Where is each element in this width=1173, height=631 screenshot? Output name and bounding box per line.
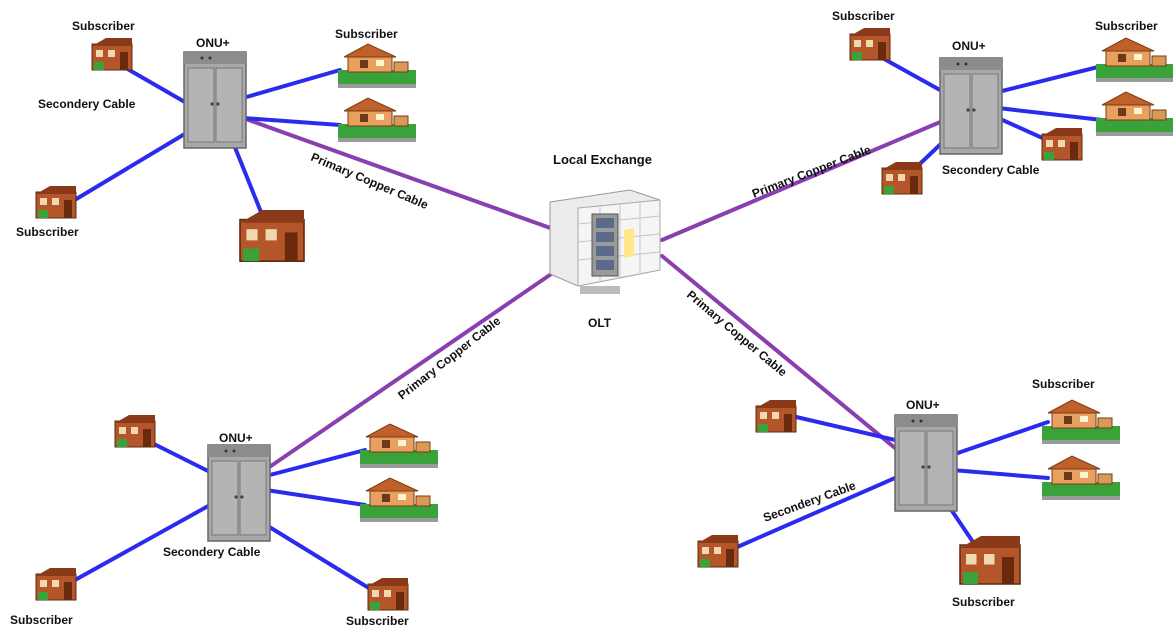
townhouse-icon (755, 399, 797, 433)
townhouse-icon (1041, 127, 1083, 161)
secondary-cable-line (996, 64, 1104, 94)
primary-cable-label: Primary Copper Cable (395, 314, 503, 403)
secondary-cable-label: Secondery Cable (163, 545, 261, 559)
house-icon (1095, 91, 1173, 137)
house-icon (1095, 37, 1173, 83)
townhouse-icon (697, 534, 739, 568)
subscriber-label: Subscriber (1032, 377, 1095, 391)
secondary-cable-line (950, 420, 1050, 457)
secondary-cable-line (790, 414, 897, 442)
house-icon (359, 477, 439, 523)
primary-cable-line-ne (660, 118, 947, 242)
house-icon (337, 43, 417, 89)
townhouse-icon (114, 414, 156, 448)
secondary-cable-label: Secondery Cable (942, 163, 1040, 177)
townhouse-icon (239, 209, 305, 263)
subscriber-label: Subscriber (16, 225, 79, 239)
primary-cable-line-nw (241, 116, 558, 232)
townhouse-icon (959, 535, 1021, 585)
subscriber-label: Subscriber (10, 613, 73, 627)
onu-cabinet-icon (207, 444, 271, 542)
onu-cabinet-icon (894, 414, 958, 512)
primary-cable-label: Primary Copper Cable (684, 288, 790, 380)
subscriber-label: Subscriber (952, 595, 1015, 609)
house-icon (1041, 399, 1121, 445)
subscriber-label: Subscriber (72, 19, 135, 33)
onu-label: ONU+ (219, 431, 253, 445)
secondary-cable-line (241, 116, 342, 127)
local-exchange-title: Local Exchange (553, 152, 652, 167)
townhouse-icon (35, 567, 77, 601)
secondary-cable-line (241, 68, 342, 100)
primary-cable-label: Primary Copper Cable (750, 142, 873, 200)
secondary-cable-line (256, 518, 387, 600)
onu-label: ONU+ (196, 36, 230, 50)
secondary-cable-line (264, 448, 367, 478)
secondary-cable-line (66, 130, 190, 206)
onu-label: ONU+ (906, 398, 940, 412)
townhouse-icon (849, 27, 891, 61)
subscriber-label: Subscriber (1095, 19, 1158, 33)
secondary-cable-line (64, 503, 212, 587)
exchange-building-icon (549, 189, 661, 294)
townhouse-icon (881, 161, 923, 195)
house-icon (1041, 455, 1121, 501)
townhouse-icon (91, 37, 133, 71)
house-icon (337, 97, 417, 143)
subscriber-label: Subscriber (335, 27, 398, 41)
house-icon (359, 423, 439, 469)
primary-cable-line-se (660, 254, 897, 450)
subscriber-label: Subscriber (832, 9, 895, 23)
secondary-cable-line (950, 468, 1050, 480)
olt-label: OLT (588, 316, 612, 330)
secondary-cable-label: Secondery Cable (38, 97, 136, 111)
secondary-cable-line (232, 143, 267, 224)
secondary-cable-line (996, 106, 1104, 122)
secondary-cable-line (264, 488, 367, 507)
onu-cabinet-icon (183, 51, 247, 149)
subscriber-label: Subscriber (346, 614, 409, 628)
onu-label: ONU+ (952, 39, 986, 53)
townhouse-icon (35, 185, 77, 219)
onu-cabinet-icon (939, 57, 1003, 155)
townhouse-icon (367, 577, 409, 611)
primary-cable-label: Primary Copper Cable (309, 150, 431, 212)
secondary-cable-line (733, 476, 897, 550)
primary-cable-line-sw (266, 266, 562, 470)
